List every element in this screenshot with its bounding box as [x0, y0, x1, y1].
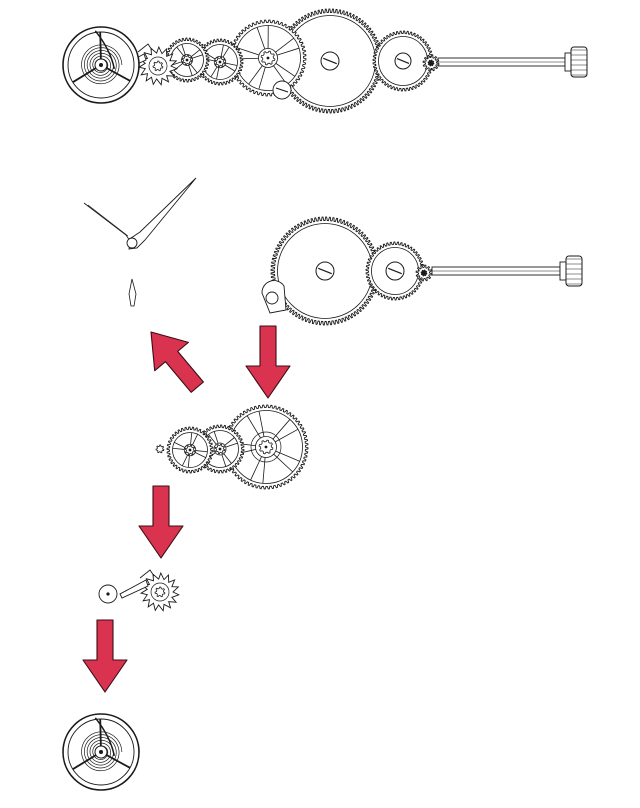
gear-spoke — [221, 453, 232, 467]
gear-spoke — [210, 66, 220, 80]
pivot — [218, 447, 222, 451]
gear-spoke — [224, 437, 238, 448]
flow-arrows — [82, 325, 291, 693]
pivot — [264, 445, 268, 449]
gear-spoke — [172, 442, 185, 450]
crown — [565, 255, 583, 287]
arrow-shape — [150, 331, 204, 393]
arrow-shape — [245, 325, 291, 399]
balance-arm — [105, 67, 131, 82]
pallet-arm — [139, 569, 155, 579]
gear-inner-ring — [250, 431, 282, 463]
watch-hands — [83, 177, 197, 307]
screw-slot — [388, 267, 402, 275]
hour-hand-edge — [87, 204, 129, 237]
balance-cock — [94, 717, 116, 756]
arrow-gear-train-to-watch-hands — [150, 331, 204, 393]
gear-spoke — [191, 49, 203, 59]
minute-hand — [128, 177, 197, 250]
winding-pinion-top — [422, 54, 440, 72]
pivot — [185, 58, 189, 62]
gear-spoke — [248, 65, 266, 90]
pivot — [422, 271, 426, 275]
screw-slot — [396, 58, 410, 64]
arrow-shape — [138, 485, 184, 559]
fourth-wheel — [166, 426, 214, 474]
gear-spoke — [220, 44, 230, 58]
escape-pinion — [152, 60, 164, 72]
seconds-hand — [128, 278, 137, 307]
escape-pinion — [154, 586, 166, 598]
crown-collar — [559, 261, 567, 281]
gear-spoke — [195, 450, 208, 458]
crown-collar — [564, 52, 572, 72]
balance-cock — [94, 30, 116, 69]
gear-spoke — [176, 44, 186, 56]
gear-train — [155, 404, 309, 490]
hour-hand — [83, 202, 133, 245]
barrel-and-keyless-works — [261, 216, 583, 326]
full-movement-assembly — [62, 8, 588, 114]
screw-slot — [318, 267, 332, 275]
pivot — [218, 60, 222, 64]
roller-pivot — [106, 592, 110, 596]
arrow-gear-train-to-escapement — [138, 485, 184, 559]
escape-wheel-ring — [150, 582, 170, 602]
screw-slot — [323, 57, 337, 65]
balance-wheel — [62, 713, 140, 791]
pallet-fork — [119, 579, 149, 599]
gear-rim — [172, 432, 208, 468]
top-winding-stem-and-crown — [437, 46, 588, 78]
pivot — [266, 56, 270, 60]
arrow-escapement-to-balance-wheel — [82, 619, 128, 693]
pallet-arm — [137, 43, 153, 53]
crown-wheel-mid — [365, 241, 425, 301]
balance-arm — [105, 754, 131, 769]
escape-wheel-ring — [148, 56, 168, 76]
balance-top — [62, 26, 140, 104]
pivot — [429, 61, 433, 65]
balance-staff — [99, 63, 103, 67]
balance-bottom — [62, 713, 140, 791]
crown — [570, 46, 588, 78]
gear-spoke — [208, 431, 219, 445]
gear-spoke — [224, 62, 238, 72]
hands-center-cannon — [126, 237, 138, 249]
crown-wheel-top — [372, 30, 434, 92]
winding-pinion-mid — [415, 264, 433, 282]
fourth-wheel-seconds-pinion — [155, 444, 165, 454]
middle-winding-stem-and-crown — [431, 255, 583, 287]
balance-arm — [99, 31, 102, 60]
gear-spoke — [190, 432, 198, 445]
pivot — [188, 448, 192, 452]
escapement-mid — [98, 569, 180, 612]
gear-spoke — [182, 455, 190, 468]
arrow-shape — [82, 619, 128, 693]
gear-spoke — [256, 25, 269, 50]
barrel-wheel-top — [277, 8, 383, 114]
barrel-wheel-mid — [270, 216, 380, 326]
click-screw-slot — [275, 87, 289, 93]
escapement — [98, 569, 180, 612]
arrow-barrel-and-keyless-works-to-gear-train — [245, 325, 291, 399]
balance-staff — [99, 750, 103, 754]
click-lever-screw — [265, 291, 279, 305]
gear-spoke — [188, 64, 198, 76]
balance-arm — [99, 718, 102, 747]
fourth-wheel-top — [164, 37, 210, 83]
gear-spoke — [275, 37, 300, 56]
